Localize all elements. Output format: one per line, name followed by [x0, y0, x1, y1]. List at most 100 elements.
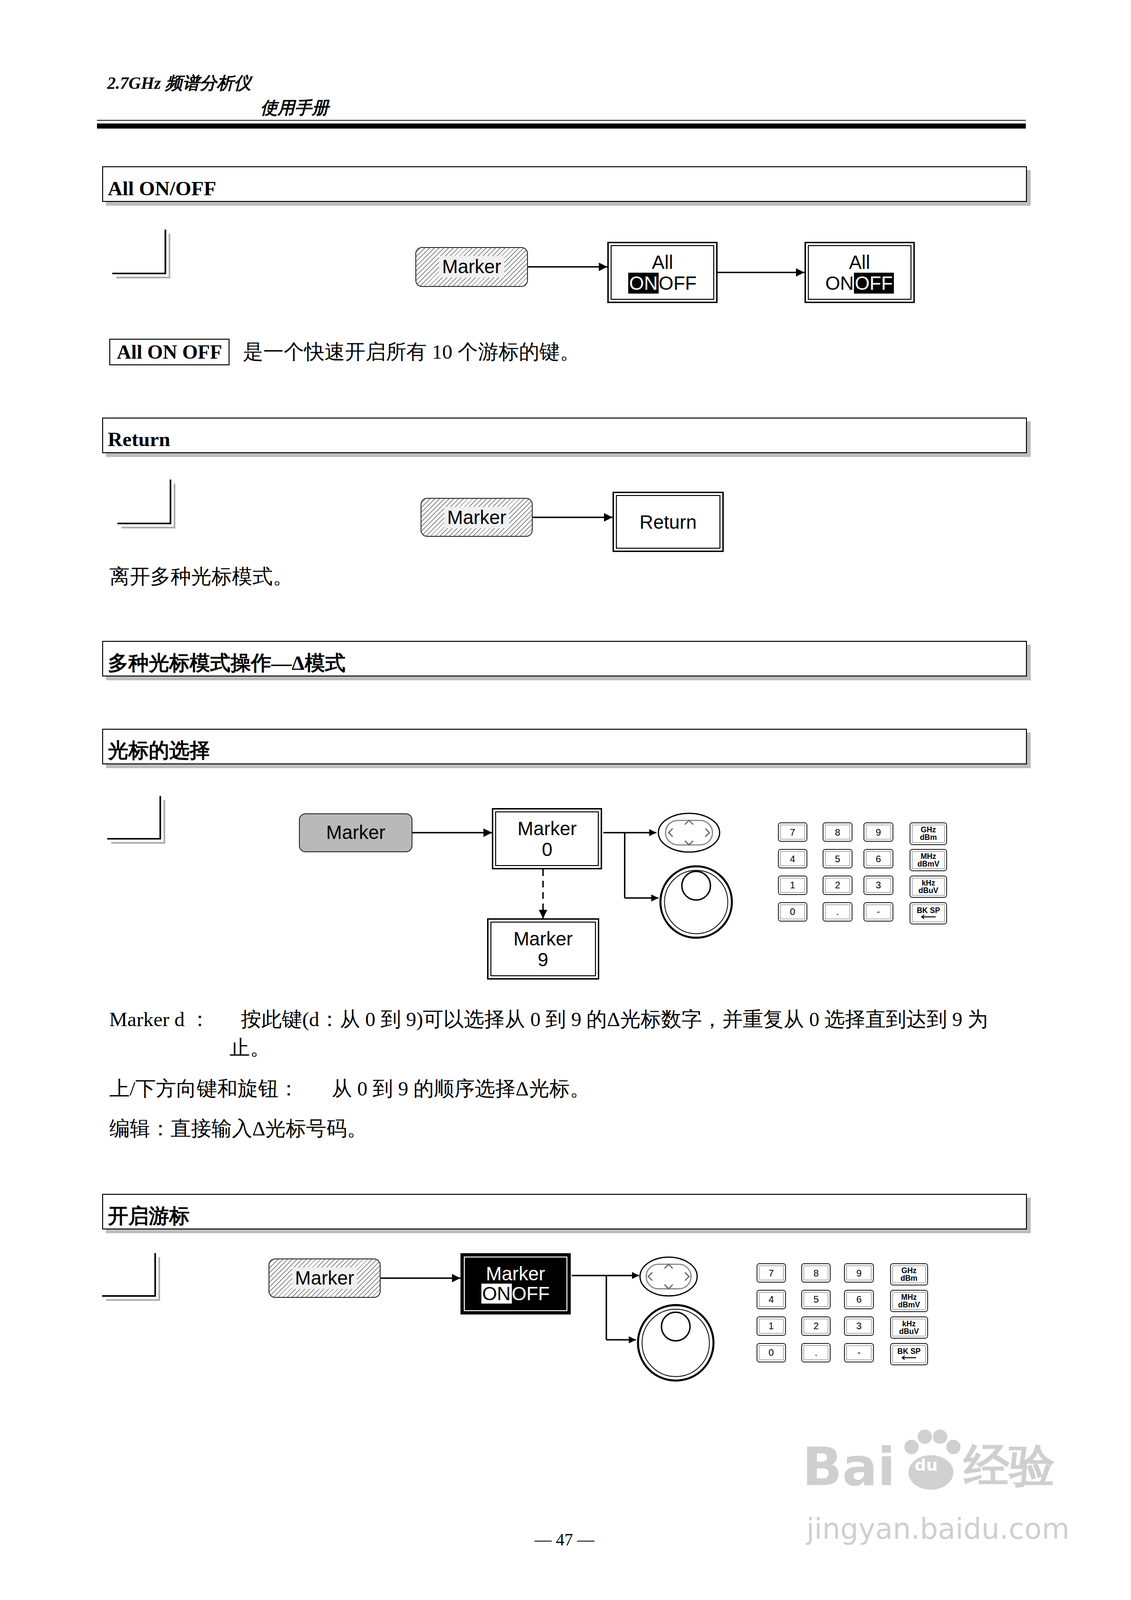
backspace-arrow-line: [901, 1356, 917, 1361]
keypad-key: 3: [843, 1316, 874, 1337]
text-row: MHz dBmV: [917, 853, 940, 869]
keypad-key: 0: [777, 902, 808, 922]
node-content: Marker: [292, 1267, 357, 1290]
node-text: 7: [768, 1268, 774, 1279]
node-content: Return: [639, 511, 697, 533]
node-content: 5: [834, 854, 841, 864]
node-text: GHz dBm: [900, 1267, 918, 1283]
node-content: 1: [768, 1321, 774, 1332]
node-content: Marker 9: [513, 928, 573, 971]
text-row: BK SP: [897, 1348, 921, 1356]
text-row: BK SP: [916, 907, 940, 915]
node-content: Marker: [444, 507, 509, 529]
text-row: 5: [834, 854, 841, 864]
node-content: MHz dBmV: [898, 1293, 921, 1310]
key-name-box: All ON OFF: [109, 338, 230, 366]
node-text: 2: [834, 880, 841, 891]
text-row: 0: [768, 1348, 774, 1358]
node-text: 0: [768, 1348, 774, 1358]
node-content: Return: [107, 427, 171, 451]
keypad-key: BK SP: [909, 902, 948, 925]
section-band: 多种光标模式操作—Δ模式: [102, 641, 1027, 677]
section-band: 光标的选择: [102, 728, 1027, 765]
connector-arrow: [717, 271, 805, 274]
node-text: OFF: [658, 272, 697, 294]
text-row: Marker: [292, 1267, 357, 1290]
node-text: ON: [628, 272, 659, 294]
node-text: All: [651, 251, 673, 273]
backspace-arrow: [920, 914, 937, 920]
marker-key: Marker: [298, 813, 413, 853]
node-content: 6: [875, 854, 882, 864]
node-text: 光标的选择: [107, 738, 211, 763]
keypad-key: 3: [863, 875, 893, 896]
node-text: 3: [875, 880, 882, 891]
body-text: 是一个快速开启所有 10 个游标的键。: [242, 337, 958, 367]
text-row: 5: [813, 1294, 819, 1305]
node-text: kHz dBuV: [918, 879, 939, 895]
body-text: 从 0 到 9 的顺序选择Δ光标。: [331, 1074, 945, 1104]
node-text: .: [836, 907, 840, 917]
section-band: All ON/OFF: [102, 166, 1027, 202]
keypad-key: MHz dBmV: [890, 1290, 928, 1313]
node-text: Marker: [439, 256, 504, 278]
node-content: Marker: [325, 822, 385, 844]
node-text: 4: [789, 854, 796, 864]
marker-key: Marker: [415, 247, 528, 288]
node-text: .: [814, 1348, 818, 1358]
backspace-arrow: [900, 1355, 918, 1361]
node-content: 5: [813, 1294, 819, 1305]
node-text: -: [876, 907, 881, 917]
marker-key: Marker: [268, 1258, 381, 1299]
running-header: 2.7GHz 频谱分析仪: [107, 71, 516, 96]
node-content: 6: [856, 1294, 862, 1305]
keypad-key: 8: [801, 1263, 831, 1284]
node-text: Marker 0: [517, 818, 577, 861]
text-row: 8: [834, 827, 841, 838]
node-content: MHz dBmV: [917, 853, 940, 869]
marker-key: Marker: [420, 498, 533, 537]
node-text: Marker: [325, 822, 385, 844]
text-row: 2: [834, 880, 841, 891]
node-text: OFF: [511, 1284, 550, 1304]
keypad-key: BK SP: [890, 1343, 928, 1366]
softkey-box: AllONOFF: [804, 241, 915, 304]
text-row: ONOFF: [825, 272, 894, 294]
node-text: BK SP: [897, 1348, 921, 1356]
node-content: 7: [789, 827, 796, 838]
node-text: MHz dBmV: [898, 1293, 921, 1310]
text-row: All ON/OFF: [107, 176, 217, 201]
term-label: 上/下方向键和旋钮：: [109, 1074, 345, 1104]
keypad-key: 5: [801, 1290, 831, 1310]
softkey-box: Return: [612, 491, 724, 553]
node-text: -: [857, 1348, 861, 1358]
node-text: 8: [813, 1268, 819, 1279]
keypad-key: 9: [843, 1263, 874, 1284]
text-row: 0: [789, 907, 796, 917]
node-text: BK SP: [916, 907, 940, 915]
connector-arrow: [532, 517, 613, 519]
text-row: kHz dBuV: [899, 1320, 920, 1336]
node-content: GHz dBm: [900, 1267, 918, 1283]
keypad-key: -: [843, 1343, 874, 1363]
watermark: Bai: [802, 1441, 905, 1494]
node-content: All ON OFF: [116, 340, 223, 364]
section-band: Return: [102, 417, 1027, 454]
text-row: kHz dBuV: [918, 879, 939, 895]
node-content: 8: [813, 1268, 819, 1279]
node-content: -: [876, 907, 881, 917]
node-content: .: [814, 1348, 818, 1358]
node-content: 7: [768, 1268, 774, 1279]
connector-arrow: [380, 1277, 461, 1280]
keypad-key: 1: [756, 1316, 786, 1337]
section-band: 开启游标: [102, 1194, 1027, 1230]
node-text: 开启游标: [107, 1204, 190, 1228]
text-row: All: [848, 251, 870, 273]
node-content: 4: [768, 1294, 774, 1305]
watermark: du: [914, 1457, 956, 1474]
watermark: jingyan.baidu.com: [806, 1514, 1072, 1544]
node-content: BK SP: [897, 1348, 921, 1361]
node-content: kHz dBuV: [899, 1320, 920, 1336]
node-content: 0: [768, 1348, 774, 1358]
connector-arrow: [412, 832, 493, 834]
